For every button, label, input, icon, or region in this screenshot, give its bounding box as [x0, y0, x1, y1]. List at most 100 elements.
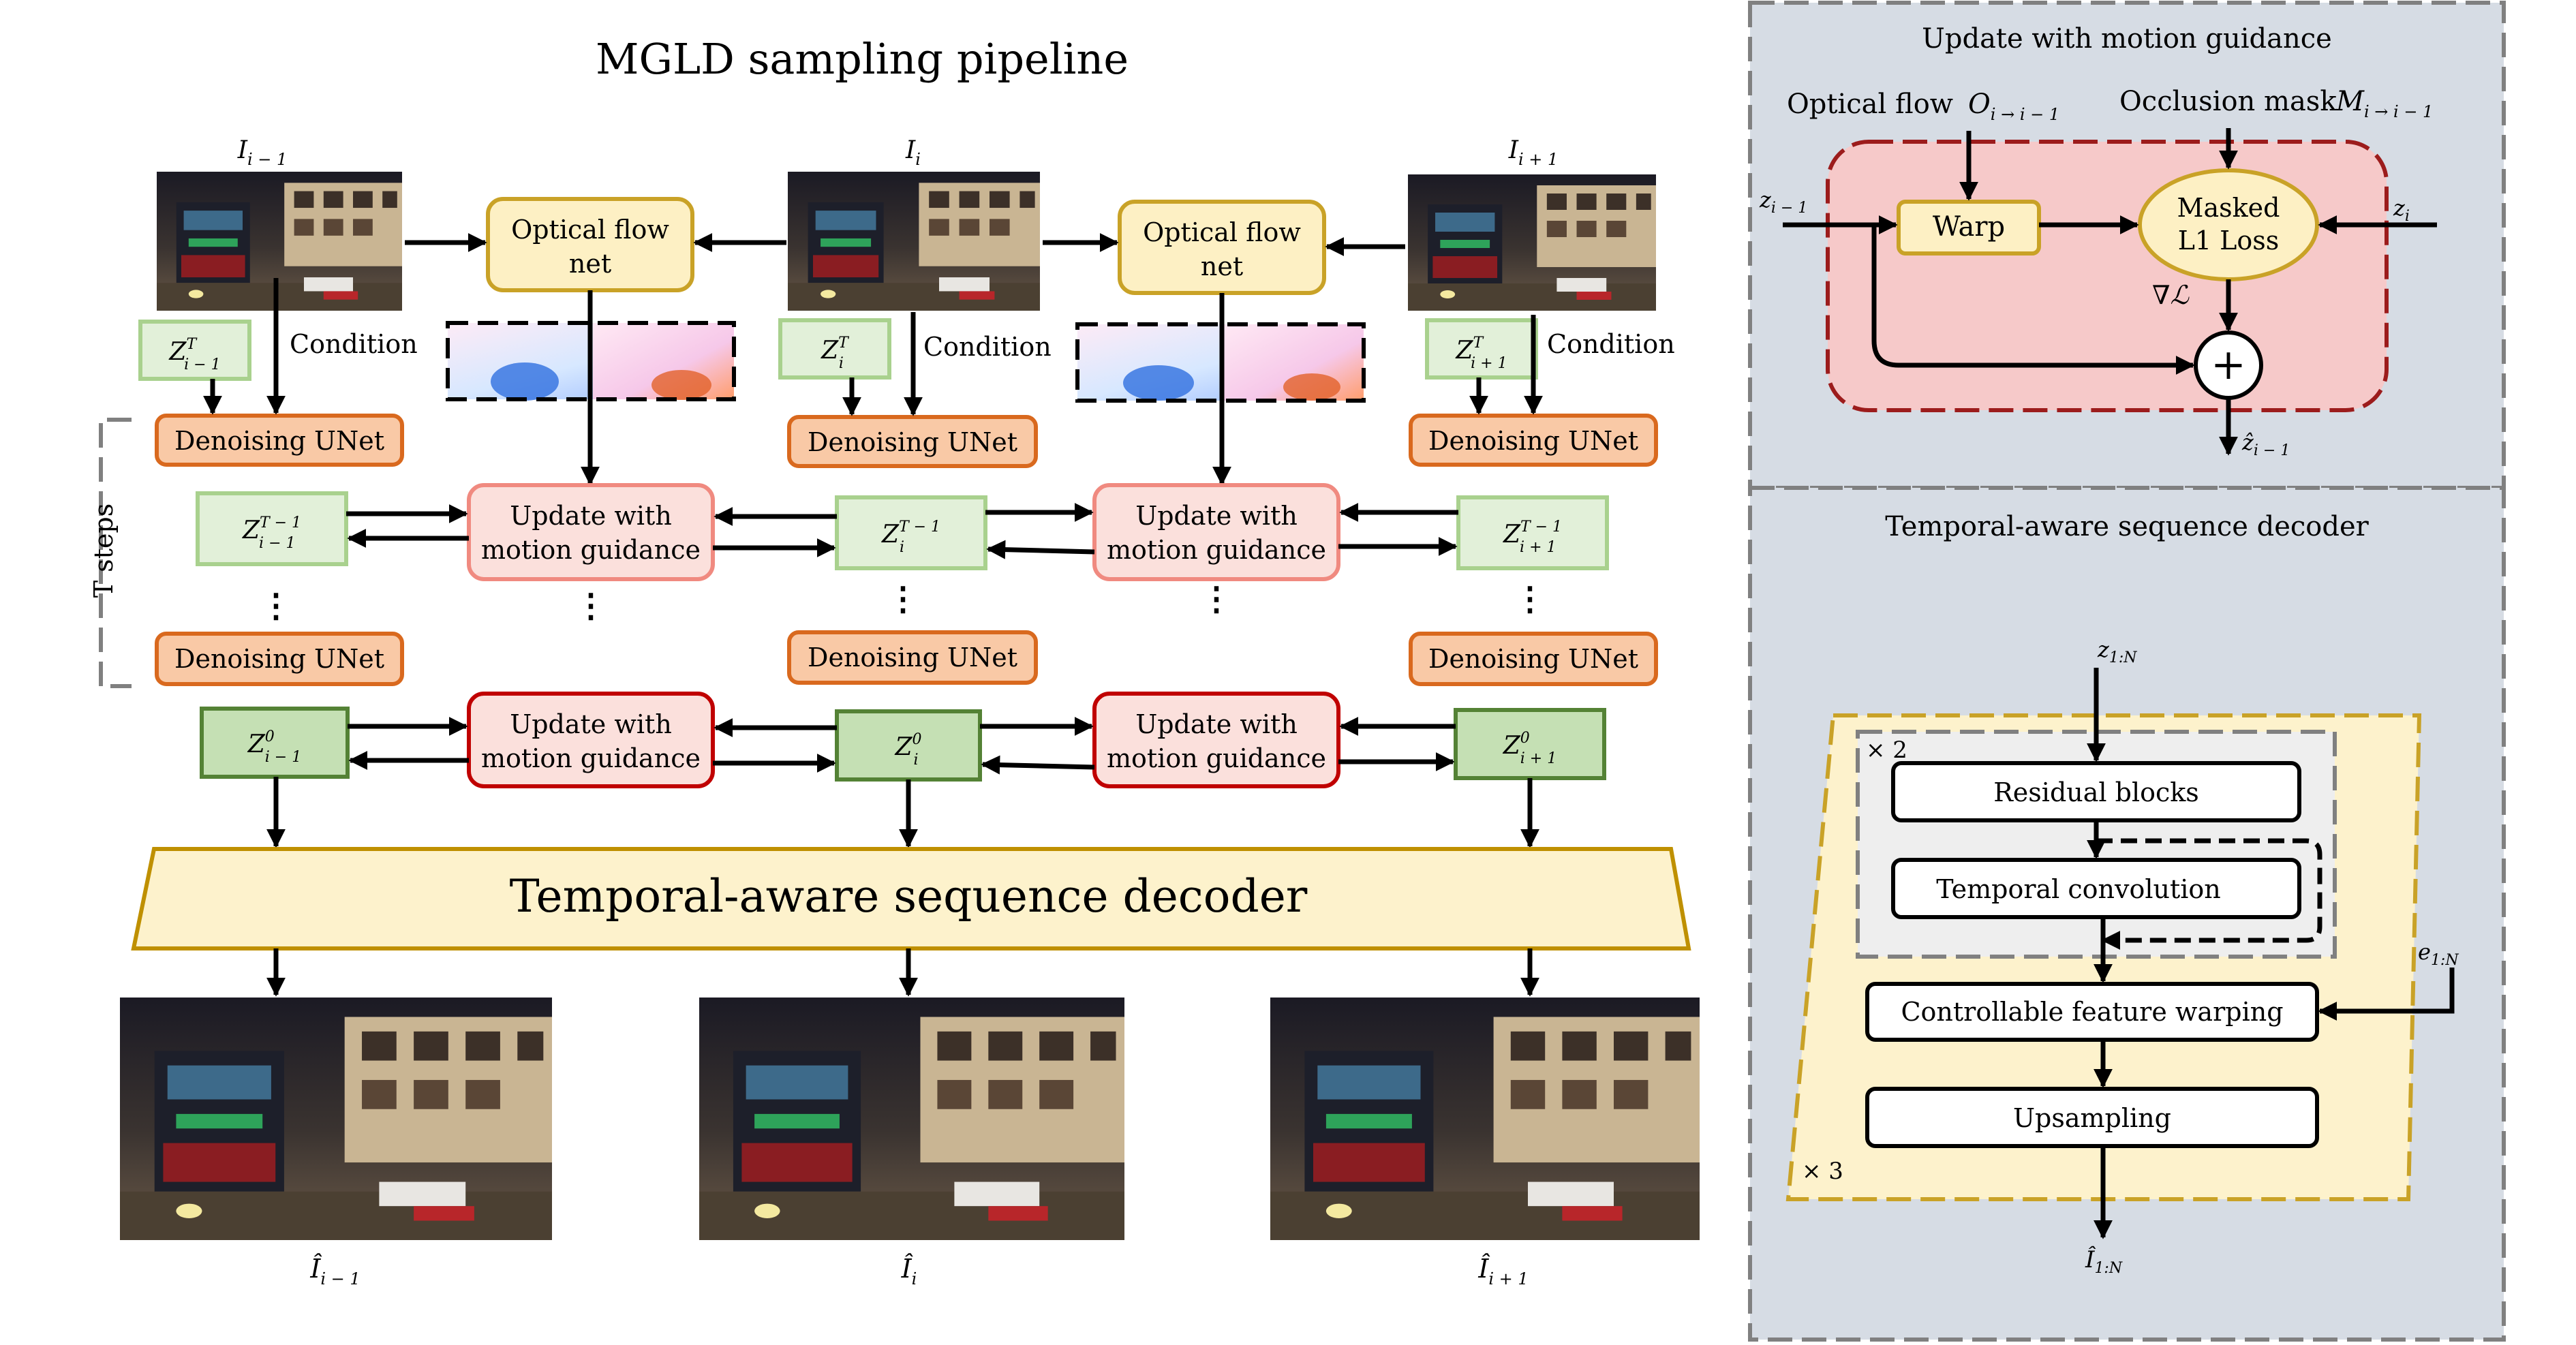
svg-text:Optical flow: Optical flow — [1143, 217, 1301, 247]
frame-label-prev: I — [237, 136, 248, 164]
svg-text:Upsampling: Upsampling — [2013, 1103, 2171, 1133]
svg-text:Ii: Ii — [905, 136, 921, 169]
update-motion-light-left: Update with motion guidance — [467, 483, 715, 581]
e-input: e1:N — [2418, 939, 2459, 969]
svg-text:ZTi: ZTi — [821, 335, 850, 372]
condition-label-prev: Condition — [290, 329, 418, 359]
svg-text:Denoising UNet: Denoising UNet — [174, 426, 384, 456]
svg-text:+: + — [2211, 339, 2246, 389]
output-frame-next: Îi + 1 — [1270, 998, 1700, 1288]
optical-flow-label: Optical flow — [1787, 89, 1953, 120]
optical-flow-net-left: Optical flow net — [486, 197, 694, 292]
frame-next: Ii + 1 — [1408, 136, 1656, 311]
svg-text:motion guidance: motion guidance — [1107, 743, 1326, 773]
svg-text:Z0i + 1: Z0i + 1 — [1503, 730, 1557, 767]
occlusion-label: Occlusion mask — [2119, 86, 2337, 117]
decoder-output: Î1:N — [2085, 1246, 2123, 1277]
optical-flow-net-right: Optical flow net — [1118, 200, 1326, 295]
svg-text:motion guidance: motion guidance — [1107, 535, 1326, 565]
decoder-input: z1:N — [2097, 636, 2137, 666]
svg-text:Update with: Update with — [510, 501, 672, 531]
gradient-label: ∇ℒ — [2152, 280, 2190, 310]
t-steps-label: T steps — [89, 504, 119, 598]
frame-sub-next: i + 1 — [1518, 150, 1558, 169]
denoising-unet-prev-1: Denoising UNet — [155, 414, 404, 467]
update-motion-dark-right: Update with motion guidance — [1092, 692, 1340, 788]
svg-text:Optical flow: Optical flow — [511, 215, 669, 245]
t-steps-bracket — [99, 418, 132, 688]
update-motion-dark-left: Update with motion guidance — [467, 692, 715, 788]
skip-dashed-path — [2096, 838, 2322, 950]
svg-text:Z0i − 1: Z0i − 1 — [247, 728, 301, 766]
svg-text:Warp: Warp — [1933, 211, 2005, 243]
ellipsis-next: ⋮ — [1514, 580, 1546, 618]
svg-text:Z0i: Z0i — [894, 731, 921, 769]
panel-motion-title: Update with motion guidance — [1922, 23, 2332, 55]
denoising-unet-next-1: Denoising UNet — [1409, 414, 1658, 467]
mask-symbol: Mi → i − 1 — [2335, 86, 2433, 121]
upsampling-box — [1865, 1087, 2319, 1148]
svg-text:Denoising UNet: Denoising UNet — [1428, 644, 1638, 674]
z-prev-input: zi − 1 — [1759, 187, 1807, 217]
output-frame-prev: Îi − 1 — [120, 998, 552, 1288]
svg-text:Controllable feature warping: Controllable feature warping — [1901, 997, 2283, 1027]
update-motion-light-right: Update with motion guidance — [1092, 483, 1340, 581]
svg-text:ZTi + 1: ZTi + 1 — [1455, 335, 1507, 372]
temporal-conv-box — [1891, 858, 2301, 919]
frame-prev: Ii − 1 — [157, 136, 402, 311]
svg-text:motion guidance: motion guidance — [481, 743, 701, 773]
svg-text:Îi + 1: Îi + 1 — [1477, 1254, 1528, 1288]
svg-text:net: net — [569, 249, 611, 279]
svg-text:Îi: Îi — [901, 1254, 917, 1288]
svg-text:Denoising UNet: Denoising UNet — [174, 644, 384, 674]
condition-label-cur: Condition — [923, 332, 1052, 362]
svg-text:ZT − 1i: ZT − 1i — [881, 519, 940, 556]
figure-title: MGLD sampling pipeline — [596, 34, 1129, 84]
ellipsis-prev: ⋮ — [260, 587, 292, 625]
svg-text:Update with: Update with — [510, 709, 672, 739]
svg-text:Temporal-aware sequence decode: Temporal-aware sequence decoder — [510, 870, 1308, 923]
flow-symbol: Oi → i − 1 — [1968, 89, 2059, 124]
svg-text:Ii − 1: Ii − 1 — [237, 136, 288, 169]
svg-text:Denoising UNet: Denoising UNet — [1428, 426, 1638, 456]
output-frame-cur: Îi — [699, 998, 1124, 1288]
svg-text:ZT − 1i + 1: ZT − 1i + 1 — [1503, 519, 1562, 556]
svg-text:L1 Loss: L1 Loss — [2178, 226, 2280, 256]
frame-label-next: I — [1508, 136, 1519, 164]
frame-sub-cur: i — [915, 150, 921, 169]
frame-cur: Ii — [788, 136, 1040, 311]
warp-box — [1897, 200, 2041, 256]
svg-text:Temporal convolution: Temporal convolution — [1936, 874, 2221, 904]
svg-text:Denoising UNet: Denoising UNet — [808, 643, 1017, 672]
ellipsis-update-left: ⋮ — [574, 587, 607, 625]
condition-label-next: Condition — [1547, 329, 1675, 359]
frame-sub-prev: i − 1 — [247, 150, 287, 169]
ellipsis-cur: ⋮ — [887, 580, 919, 618]
panel-decoder-title: Temporal-aware sequence decoder — [1885, 511, 2369, 542]
repeat-x3-label: × 3 — [1802, 1158, 1843, 1185]
svg-text:ZTi − 1: ZTi − 1 — [168, 336, 220, 373]
panel-motion-guidance: Update with motion guidance Optical flow… — [1748, 1, 2506, 490]
svg-text:Residual blocks: Residual blocks — [1993, 777, 2199, 807]
controllable-warping-box — [1865, 982, 2319, 1042]
z-cur-input: zi — [2393, 195, 2410, 225]
panel-decoder: Temporal-aware sequence decoder z1:N × 2… — [1748, 486, 2506, 1342]
denoising-unet-cur-1: Denoising UNet — [787, 415, 1038, 468]
loss-region — [1826, 140, 2389, 412]
svg-text:net: net — [1201, 251, 1243, 281]
denoising-unet-next-2: Denoising UNet — [1409, 632, 1658, 686]
svg-text:Îi − 1: Îi − 1 — [309, 1254, 360, 1288]
denoising-unet-prev-2: Denoising UNet — [155, 632, 404, 686]
svg-text:motion guidance: motion guidance — [481, 535, 701, 565]
svg-text:Denoising UNet: Denoising UNet — [808, 427, 1017, 457]
svg-text:Update with: Update with — [1135, 501, 1298, 531]
svg-text:Ii + 1: Ii + 1 — [1508, 136, 1559, 169]
